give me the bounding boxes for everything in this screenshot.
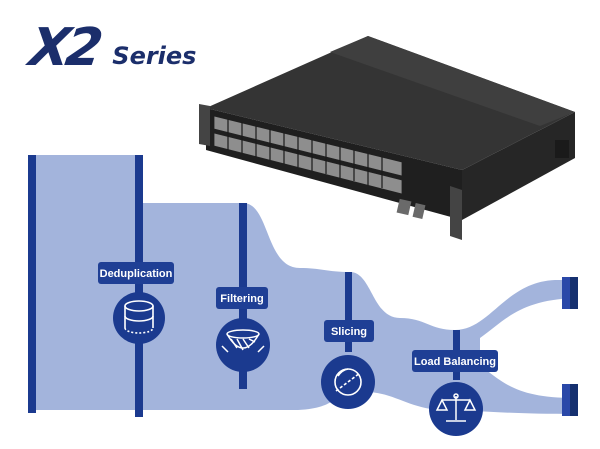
sliced-packet-icon xyxy=(334,368,362,396)
appliance-side xyxy=(462,112,575,220)
stage-label-box xyxy=(324,320,374,342)
stage-label-deduplication: Deduplication xyxy=(100,268,173,280)
management-port xyxy=(396,198,412,216)
brand-logo: X2 Series xyxy=(26,18,197,78)
port-dividers xyxy=(227,119,383,188)
post-slicing xyxy=(345,272,352,352)
stage-label-box xyxy=(412,350,498,372)
stage-slicing: Slicing xyxy=(321,320,375,409)
traffic-flow xyxy=(28,155,578,416)
stage-label-slicing: Slicing xyxy=(331,326,367,338)
sfp-row-lower xyxy=(213,132,403,195)
stage-circle xyxy=(216,318,270,372)
stage-circle xyxy=(113,292,165,344)
rack-ear-right xyxy=(450,186,462,240)
port-rows xyxy=(213,115,403,195)
console-port xyxy=(412,203,426,219)
rack-ear-left xyxy=(199,104,210,146)
x2-logo-mark: X2 xyxy=(25,18,103,78)
funnel-filter-icon xyxy=(221,329,265,353)
stage-load-balancing: Load Balancing xyxy=(412,350,498,436)
appliance-lid-highlight xyxy=(330,36,575,126)
stage-label-filtering: Filtering xyxy=(220,293,263,305)
output-port-upper-outline xyxy=(570,277,578,309)
database-stack-icon xyxy=(124,300,154,334)
post-deduplication xyxy=(135,155,143,417)
balance-scale-icon xyxy=(435,393,477,422)
stage-label-load-balancing: Load Balancing xyxy=(414,356,496,368)
output-port-lower-outline xyxy=(570,384,578,416)
appliance-top xyxy=(206,36,575,170)
stage-filtering: Filtering xyxy=(216,287,270,372)
x2-appliance xyxy=(199,36,575,240)
post-input xyxy=(28,155,36,413)
stage-deduplication: Deduplication xyxy=(98,262,174,344)
sfp-row-upper xyxy=(213,115,403,177)
stage-label-box xyxy=(98,262,174,284)
traffic-flow-pipe xyxy=(28,155,575,414)
psu-module xyxy=(555,140,569,158)
series-label: Series xyxy=(112,42,197,70)
stage-label-box xyxy=(216,287,268,309)
